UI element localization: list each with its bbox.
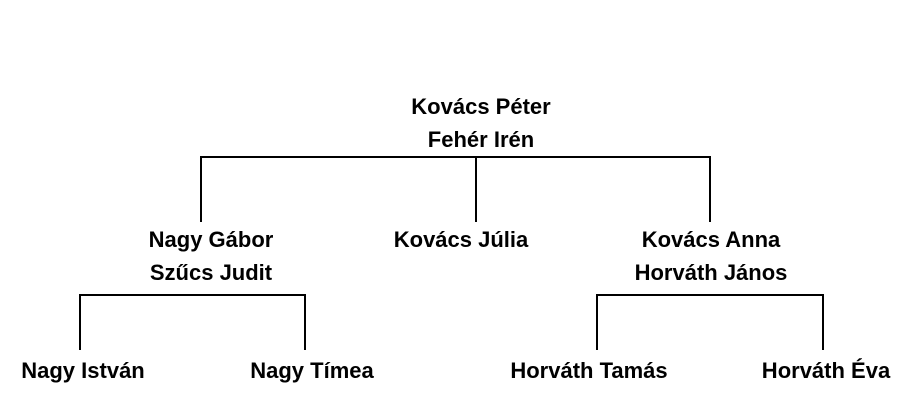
child-node-middle-line1: Kovács Júlia bbox=[393, 227, 529, 252]
grandchild-node-left-2: Nagy Tímea bbox=[250, 354, 374, 387]
child-node-right: Kovács Anna Horváth János bbox=[635, 223, 788, 289]
grandchild-node-right-1: Horváth Tamás bbox=[510, 354, 667, 387]
grandchild-node-left-1-line1: Nagy István bbox=[21, 358, 145, 383]
root-node-line1: Kovács Péter bbox=[411, 94, 551, 119]
child-node-middle: Kovács Júlia bbox=[394, 223, 529, 256]
grandchild-node-right-1-line1: Horváth Tamás bbox=[510, 358, 668, 383]
grandchild-node-right-2: Horváth Éva bbox=[762, 354, 890, 387]
grandchild-node-left-2-line1: Nagy Tímea bbox=[250, 358, 374, 383]
child-node-left-line2: Szűcs Judit bbox=[149, 260, 273, 285]
child-node-left: Nagy Gábor Szűcs Judit bbox=[149, 223, 274, 289]
child-node-left-line1: Nagy Gábor bbox=[148, 227, 274, 252]
child-node-right-line1: Kovács Anna bbox=[641, 227, 781, 252]
root-node-line2: Fehér Irén bbox=[427, 127, 535, 152]
grandchild-node-left-1: Nagy István bbox=[21, 354, 145, 387]
child-node-right-line2: Horváth János bbox=[634, 260, 788, 285]
root-node: Kovács Péter Fehér Irén bbox=[411, 90, 550, 156]
grandchild-node-right-2-line1: Horváth Éva bbox=[761, 358, 891, 383]
